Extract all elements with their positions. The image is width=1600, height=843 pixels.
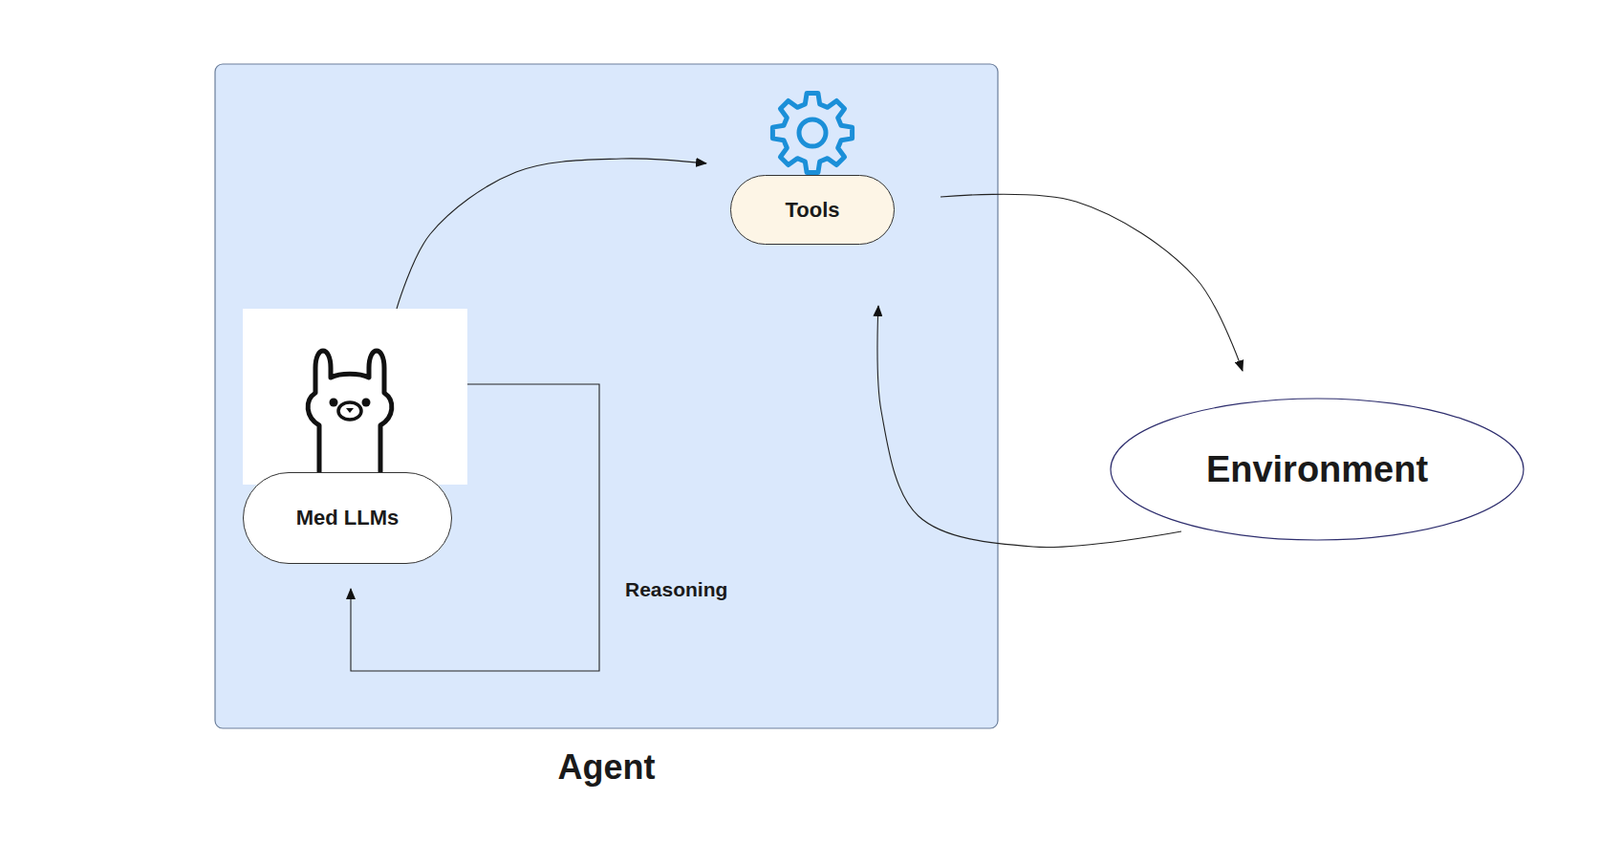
- connector-arrow: [396, 158, 707, 309]
- llama-eye: [329, 398, 339, 408]
- gear-hub: [799, 119, 826, 147]
- node-label: Agent: [558, 747, 656, 788]
- gear-icon: [772, 92, 852, 173]
- edge-label: Reasoning: [622, 577, 731, 603]
- llama-eye: [362, 398, 371, 408]
- group-heading-holder: Agent: [215, 747, 998, 788]
- agent-box-fill: [215, 64, 998, 729]
- llama-outline: [307, 350, 392, 485]
- pill-shape: Med LLMs: [242, 472, 453, 564]
- pill-shape: Tools: [730, 174, 895, 245]
- connector-arrow: [940, 194, 1243, 371]
- ellipse-outline: [1110, 398, 1524, 541]
- llama-snout: [338, 402, 362, 420]
- tools-node: Tools: [730, 174, 895, 245]
- connector-arrow: [877, 305, 1182, 547]
- illustration-panel: [242, 308, 468, 485]
- environment-ellipse: Environment: [1109, 397, 1525, 541]
- node-label: Med LLMs: [296, 505, 400, 531]
- agent-group: AgentMed LLMsTools: [215, 64, 998, 729]
- ellipse-text-holder: Environment: [1109, 397, 1525, 541]
- llama-illustration: [242, 308, 468, 485]
- llm-node: Med LLMs: [242, 308, 468, 564]
- node-label: Environment: [1206, 449, 1428, 491]
- node-label: Tools: [784, 197, 840, 223]
- llama-nose: [345, 408, 354, 413]
